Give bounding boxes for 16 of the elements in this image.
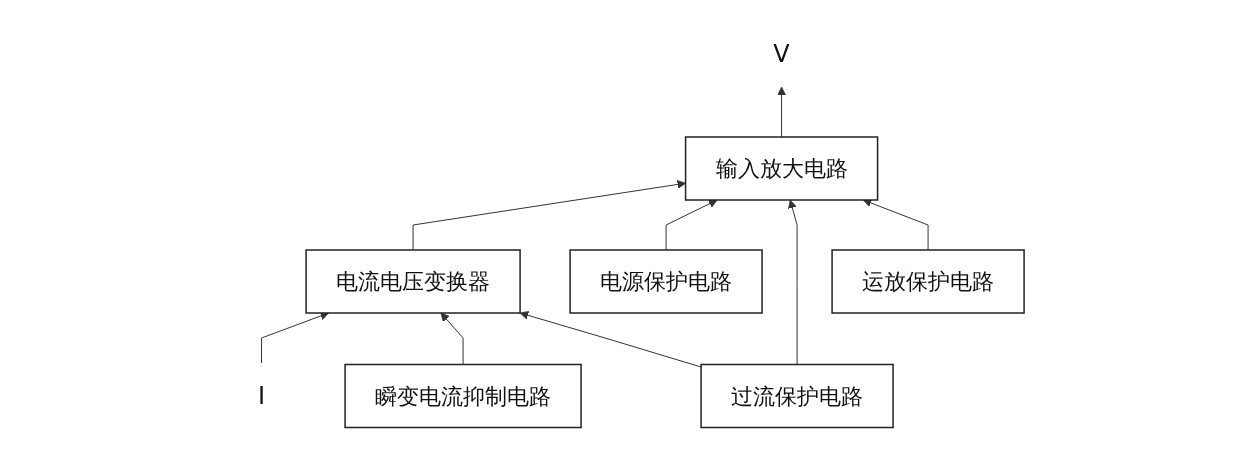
node-text: I — [257, 381, 266, 410]
arrow — [440, 312, 464, 365]
node-box: 输入放大电路 — [684, 135, 879, 201]
node-box: 瞬变电流抑制电路 — [344, 363, 582, 428]
arrow — [862, 198, 929, 250]
node-box: 电流电压变换器 — [305, 248, 521, 314]
node-box: 运放保护电路 — [831, 248, 1025, 314]
arrow — [665, 199, 718, 250]
arrow — [788, 199, 798, 365]
arrow — [412, 179, 686, 250]
node-box: 电源保护电路 — [569, 248, 763, 314]
arrow — [777, 86, 786, 137]
node-text: V — [773, 39, 790, 68]
arrow — [519, 310, 702, 367]
arrow — [261, 311, 329, 363]
node-box: 过流保护电路 — [700, 363, 894, 428]
